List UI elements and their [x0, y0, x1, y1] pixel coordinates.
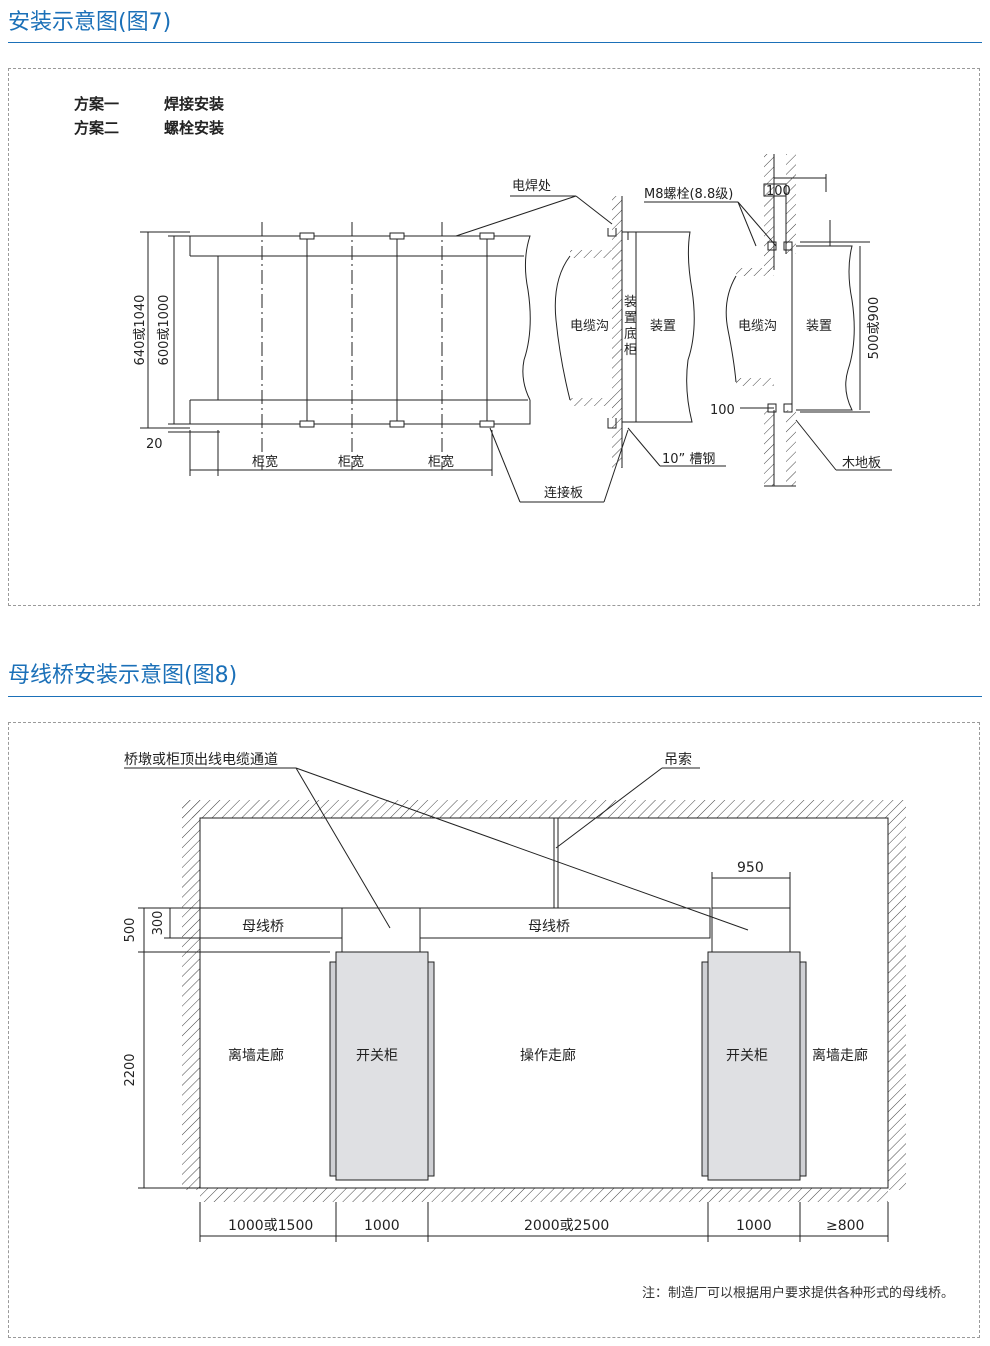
fig7-section-weld-labels: 电缆沟 装 置 底 柜 装置 10” 槽钢 [570, 295, 715, 467]
fig7-section-bolt-labels: M8螺栓(8.8级) 100 电缆沟 装置 500或900 100 木地板 [644, 184, 882, 471]
scheme-2-method: 螺栓安装 [164, 119, 225, 137]
dim-500-900: 500或900 [867, 297, 882, 360]
busbar-left-label: 母线桥 [242, 919, 284, 935]
corridor-left-label: 离墙走廊 [228, 1047, 284, 1064]
base-cabinet-char-2: 置 [624, 311, 637, 326]
fig7-plan-view [140, 195, 629, 503]
base-cabinet-char-1: 装 [624, 295, 637, 310]
fig7-frame [8, 68, 980, 606]
bottom-dim-4: 1000 [736, 1218, 772, 1234]
fig7-section-bolt [644, 154, 892, 487]
bottom-dim-5: ≥800 [826, 1218, 864, 1234]
dim-20: 20 [146, 437, 163, 452]
dim-100-bottom: 100 [710, 403, 735, 418]
fig8-room [124, 767, 906, 1242]
weld-label: 电焊处 [512, 178, 551, 194]
dim-100-top: 100 [766, 184, 791, 199]
bottom-dim-1: 1000或1500 [228, 1218, 313, 1234]
wood-floor-label: 木地板 [842, 456, 881, 471]
fig8-note: 注：制造厂可以根据用户要求提供各种形式的母线桥。 [641, 1286, 954, 1301]
fig7-plan-labels: 电焊处 640或1040 600或1000 20 柜宽 柜宽 柜宽 连接板 [133, 178, 583, 501]
dim-height-outer: 640或1040 [133, 295, 148, 366]
channel-steel-label: 10” 槽钢 [662, 452, 715, 467]
bridge-channel-label: 桥墩或柜顶出线电缆通道 [124, 752, 278, 768]
cabinet-width-1: 柜宽 [252, 454, 278, 470]
bottom-dim-2: 1000 [364, 1218, 400, 1234]
device-1-label: 装置 [650, 319, 676, 334]
fig7-title: 安装示意图(图7) [8, 10, 172, 35]
scheme-2-name: 方案二 [74, 119, 120, 137]
dim-2200: 2200 [123, 1053, 138, 1086]
connect-plate-label: 连接板 [544, 485, 583, 501]
busbar-mid-label: 母线桥 [528, 919, 570, 935]
fig8-title-rule [8, 696, 982, 697]
switchgear-left-label: 开关柜 [356, 1048, 398, 1064]
hanger-label: 吊索 [664, 751, 692, 768]
dim-height-inner: 600或1000 [157, 295, 172, 366]
dim-300: 300 [151, 911, 166, 936]
fig8-labels: 桥墩或柜顶出线电缆通道 吊索 950 500 300 母线桥 母线桥 2200 … [123, 751, 868, 1234]
dim-500: 500 [123, 918, 138, 943]
dim-950: 950 [737, 860, 764, 876]
bottom-dim-3: 2000或2500 [524, 1218, 609, 1234]
base-cabinet-char-4: 柜 [624, 343, 637, 358]
fig8-title: 母线桥安装示意图(图8) [8, 663, 238, 688]
scheme-1-name: 方案一 [74, 95, 120, 113]
device-2-label: 装置 [806, 319, 832, 334]
cabinet-width-2: 柜宽 [338, 454, 364, 470]
fig8-frame [8, 722, 980, 1338]
cabinet-width-3: 柜宽 [428, 454, 454, 470]
fig7-section-weld [554, 196, 726, 468]
switchgear-right-label: 开关柜 [726, 1048, 768, 1064]
operation-corridor-label: 操作走廊 [520, 1047, 576, 1064]
corridor-right-label: 离墙走廊 [812, 1047, 868, 1064]
scheme-1-method: 焊接安装 [164, 95, 225, 113]
bolt-label: M8螺栓(8.8级) [644, 187, 733, 202]
cable-trench-1: 电缆沟 [570, 318, 609, 334]
fig7-title-rule [8, 42, 982, 43]
cable-trench-2: 电缆沟 [738, 318, 777, 334]
base-cabinet-char-3: 底 [624, 326, 637, 342]
